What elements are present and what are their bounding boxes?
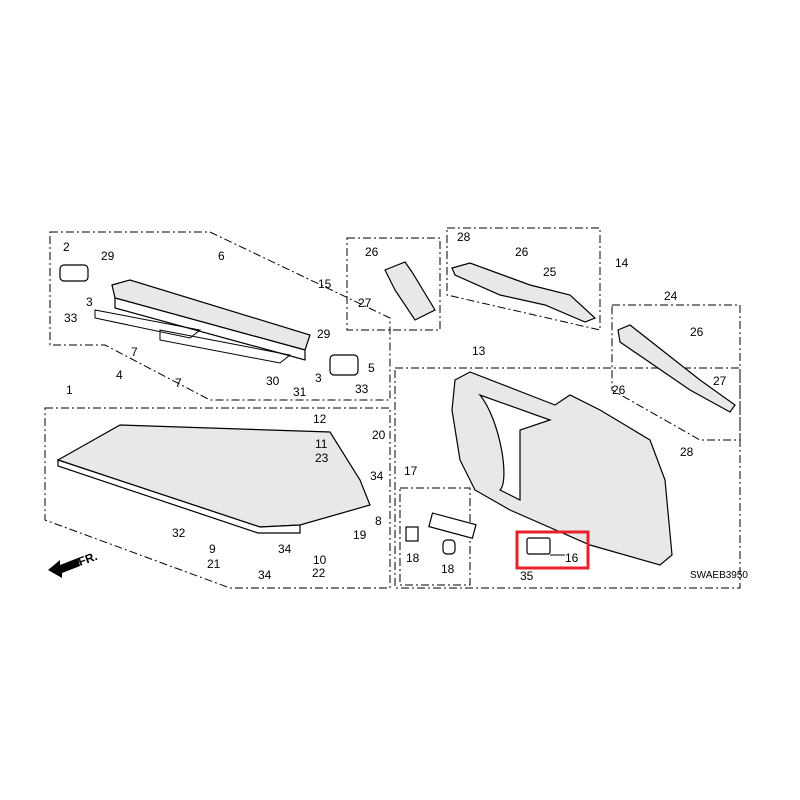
group-box-17 (399, 487, 471, 586)
part-label-16[interactable]: 16 (565, 551, 579, 565)
part-label-19[interactable]: 19 (353, 528, 367, 542)
part-label-35[interactable]: 35 (520, 569, 534, 583)
part-label-29[interactable]: 29 (317, 327, 331, 341)
group-box-15 (346, 237, 441, 331)
part-label-3[interactable]: 3 (315, 371, 322, 385)
part-label-13[interactable]: 13 (472, 344, 486, 358)
part-label-33[interactable]: 33 (355, 382, 369, 396)
direction-label: FR. (76, 549, 99, 569)
part-label-30[interactable]: 30 (266, 374, 280, 388)
part-label-8[interactable]: 8 (375, 514, 382, 528)
part-label-6[interactable]: 6 (218, 249, 225, 263)
group-box-tonneau-cover (49, 231, 391, 401)
part-label-2[interactable]: 2 (63, 240, 70, 254)
part-label-9[interactable]: 9 (209, 542, 216, 556)
part-label-34[interactable]: 34 (258, 568, 272, 582)
part-label-7[interactable]: 7 (175, 376, 182, 390)
part-label-17[interactable]: 17 (404, 464, 418, 478)
bulb-18-a (405, 526, 419, 542)
part-label-28[interactable]: 28 (680, 445, 694, 459)
part-label-11[interactable]: 11 (315, 437, 328, 451)
part-label-32[interactable]: 32 (172, 526, 186, 540)
part-label-21[interactable]: 21 (207, 557, 221, 571)
group-box-14 (446, 227, 601, 331)
part-label-18[interactable]: 18 (441, 562, 455, 576)
part-label-24[interactable]: 24 (664, 289, 678, 303)
group-box-13 (394, 367, 741, 589)
group-box-cargo-floor (44, 407, 391, 589)
tonneau-cover-part (59, 264, 359, 376)
part-label-3[interactable]: 3 (86, 295, 93, 309)
highlight-box-16[interactable] (515, 530, 590, 570)
light-17-part (428, 512, 477, 539)
trim-24-part (617, 324, 736, 413)
part-label-15[interactable]: 15 (318, 277, 332, 291)
part-label-26[interactable]: 26 (612, 383, 626, 397)
part-label-31[interactable]: 31 (293, 385, 307, 399)
diagram-code: SWAEB3950 (690, 570, 748, 581)
part-label-10[interactable]: 10 (313, 553, 327, 567)
cover-16-part[interactable] (526, 537, 551, 555)
part-label-26[interactable]: 26 (365, 245, 379, 259)
part-label-23[interactable]: 23 (315, 451, 329, 465)
lining-opening (478, 393, 552, 501)
part-label-12[interactable]: 12 (313, 412, 327, 426)
part-label-22[interactable]: 22 (312, 566, 326, 580)
part-label-20[interactable]: 20 (372, 428, 386, 442)
trim-14-part (451, 262, 597, 323)
part-label-14[interactable]: 14 (615, 256, 629, 270)
part-label-26[interactable]: 26 (515, 245, 529, 259)
part-label-5[interactable]: 5 (368, 361, 375, 375)
part-label-29[interactable]: 29 (101, 249, 115, 263)
part-label-27[interactable]: 27 (713, 374, 727, 388)
part-label-4[interactable]: 4 (116, 368, 123, 382)
part-label-34[interactable]: 34 (278, 542, 292, 556)
front-direction-arrow-icon: FR. (48, 549, 99, 578)
part-label-34[interactable]: 34 (370, 469, 384, 483)
part-label-25[interactable]: 25 (543, 265, 557, 279)
part-label-7[interactable]: 7 (131, 345, 138, 359)
part-label-1[interactable]: 1 (66, 383, 73, 397)
part-label-18[interactable]: 18 (406, 551, 420, 565)
group-box-24 (611, 304, 741, 441)
part-label-33[interactable]: 33 (64, 311, 78, 325)
cargo-floor-part (56, 424, 371, 534)
part-label-28[interactable]: 28 (457, 230, 471, 244)
trim-15-part (384, 261, 436, 321)
part-label-26[interactable]: 26 (690, 325, 704, 339)
part-label-27[interactable]: 27 (358, 296, 372, 310)
bulb-18-b (442, 539, 456, 555)
